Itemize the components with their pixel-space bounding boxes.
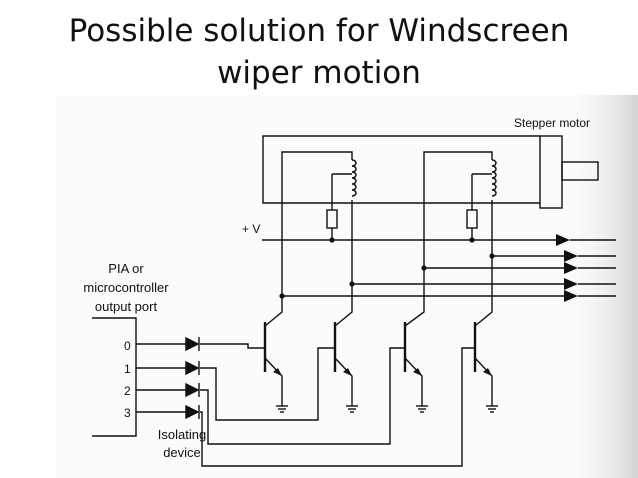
title-line-2: wiper motion [217,55,421,91]
ground-2-icon [345,397,359,413]
isolator-label-1: Isolating [158,427,206,442]
ground-4-icon [485,397,499,413]
motor-winding-loop [262,135,540,204]
emitter-arrows [273,368,492,376]
bit-1-label: 1 [124,362,131,376]
ground-3-icon [415,397,429,413]
supply-label: + V [242,222,260,236]
scan-shadow [560,95,638,478]
output-port-box [92,317,137,437]
resistor-1 [326,209,338,229]
stepper-motor-shaft [561,161,599,181]
title-line-1: Possible solution for Windscreen [68,13,570,49]
coil-2 [491,159,497,197]
motor-label: Stepper motor [514,116,590,130]
port-label-1: PIA or [108,261,144,276]
isolator-label-2: device [163,445,201,460]
ground-1-icon [275,397,289,413]
coil-1 [351,159,357,197]
scanned-page-background [55,95,638,478]
output-arrows [556,234,578,302]
stepper-motor-body [539,135,563,209]
resistor-2 [466,209,478,229]
junction-dots [279,237,495,299]
isolating-diodes [185,336,200,420]
slide-title: Possible solution for Windscreen wiper m… [0,10,638,94]
bit-2-label: 2 [124,384,131,398]
port-label-2: microcontroller [83,280,169,295]
bit-0-label: 0 [124,339,131,353]
bit-3-label: 3 [124,406,131,420]
port-label-3: output port [95,299,158,314]
